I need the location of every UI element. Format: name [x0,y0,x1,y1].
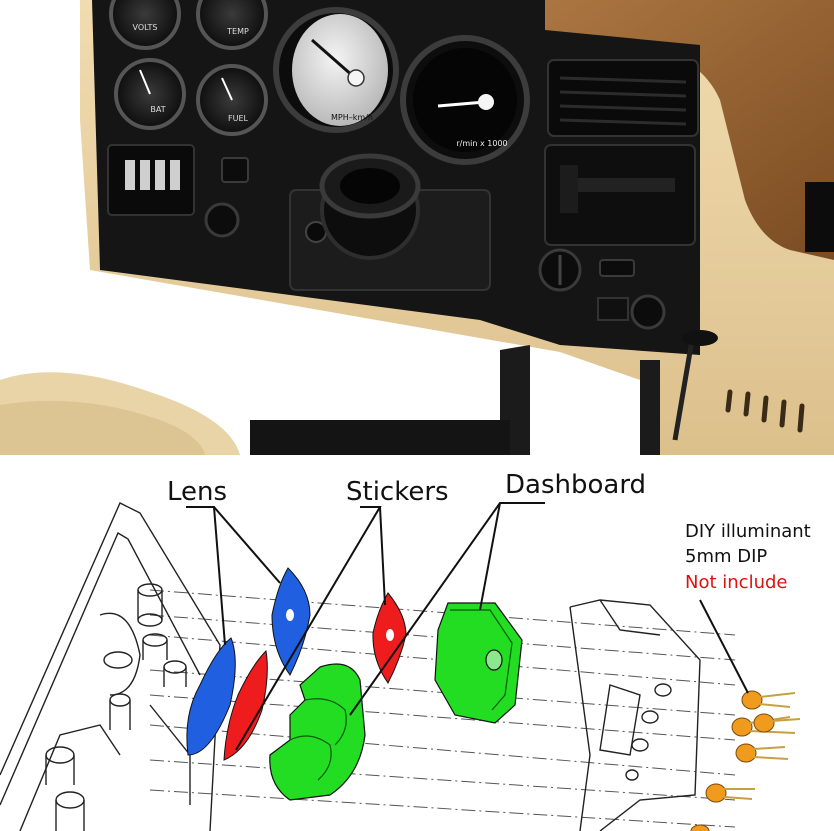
label-lens: Lens [167,477,227,507]
speedometer-unit: MPH–km/h [331,113,373,122]
led-4 [735,743,789,763]
gauge-volts: VOLTS [109,0,181,50]
led-parts [690,690,801,831]
speedometer-gauge: MPH–km/h [273,7,399,133]
led-1 [741,690,796,710]
gauge-fuel-label: FUEL [228,114,249,123]
gauge-temp: TEMP [196,0,268,50]
dashboard-bezel-right [434,602,523,724]
dashboard-bezel-parts [269,602,523,801]
sticker-parts [223,592,407,761]
lens-lower [186,637,236,756]
rear-cover-outline [569,599,701,831]
gauge-bat: BAT [114,58,186,130]
gauge-volts-label: VOLTS [133,23,158,32]
lens-parts [186,567,311,756]
exploded-assembly-diagram: Lens Stickers Dashboard DIY illuminant 5… [0,455,834,831]
tachometer-unit: r/min x 1000 [456,139,507,148]
tachometer-gauge: r/min x 1000 [400,35,530,165]
gauge-fuel: FUEL [196,64,268,136]
note-illuminant: DIY illuminant [685,521,811,542]
note-not-included: Not include [685,572,787,593]
led-5 [705,783,755,803]
gauge-bat-label: BAT [150,105,165,114]
sticker-lower [223,649,268,761]
note-led-size: 5mm DIP [685,546,767,567]
led-3 [753,713,801,733]
label-dashboard: Dashboard [505,470,646,500]
label-stickers: Stickers [346,477,449,507]
dashboard-bezel-left [269,663,366,801]
dashboard-product-photo: VOLTS TEMP BAT FUEL MPH–km/h r/min x 100… [0,0,834,455]
led-6 [690,824,710,831]
leader-lines [186,502,749,751]
gauge-temp-label: TEMP [226,27,249,36]
lens-upper [271,567,311,676]
